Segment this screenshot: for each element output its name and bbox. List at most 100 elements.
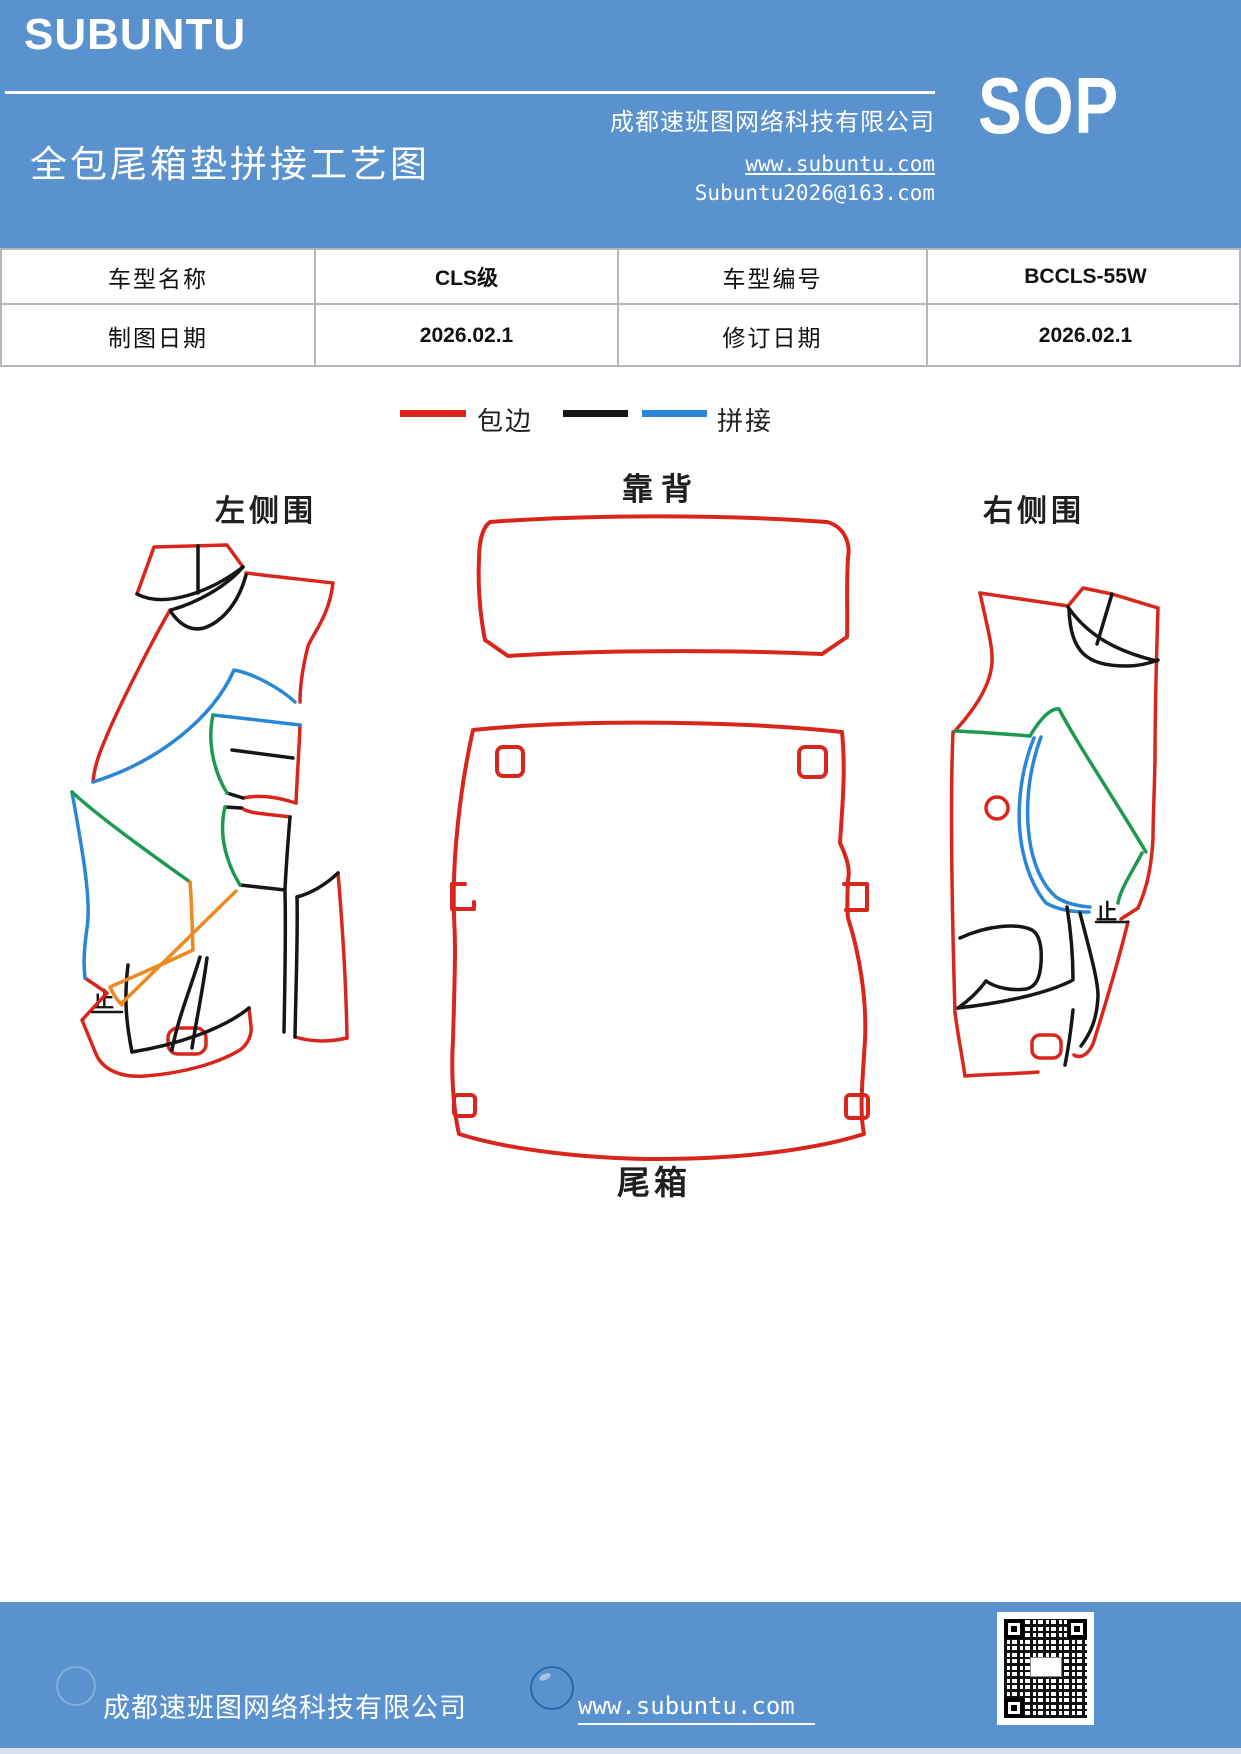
trunk-cutout-bottom-right — [844, 1093, 870, 1120]
left-splice-green — [220, 805, 242, 887]
left-splice-black — [225, 791, 245, 800]
qr-center-logo — [1030, 1657, 1062, 1677]
header-email[interactable]: Subuntu2026@163.com — [694, 181, 935, 205]
left-splice-black — [170, 955, 202, 1052]
left-splice-black — [169, 573, 248, 631]
model-name-label: 车型名称 — [2, 250, 316, 305]
right-splice-black — [1078, 911, 1100, 1048]
legend-label-binding: 包边 — [477, 407, 534, 437]
left-splice-blue — [91, 668, 297, 784]
building-icon — [56, 1666, 96, 1706]
right-panel-label: 右侧围 — [983, 495, 1085, 528]
right-piece-edge — [1066, 586, 1160, 610]
stop-mark-left: 止 — [93, 989, 114, 1012]
left-piece-edge — [244, 571, 335, 704]
right-splice-black — [1066, 605, 1159, 663]
left-splice-black — [124, 963, 134, 1054]
left-splice-blue — [70, 790, 90, 980]
info-table: 车型名称 CLS级 车型编号 BCCLS-55W 制图日期 2026.02.1 … — [0, 248, 1241, 367]
stop-mark-right: 止 — [1096, 901, 1117, 924]
qr-finder-icon — [1004, 1698, 1024, 1718]
right-piece-edge — [949, 730, 957, 1015]
right-piece-edge — [1119, 906, 1140, 921]
right-splice-black — [1067, 608, 1160, 668]
left-piece-edge — [80, 976, 109, 1056]
right-splice-black — [1063, 1008, 1075, 1067]
trunk-left-notch — [450, 882, 476, 911]
legend-swatch-splice-black — [563, 410, 628, 417]
left-splice-orange — [120, 889, 238, 1005]
right-piece-edge — [953, 1011, 967, 1078]
right-panel-diagram — [949, 586, 1160, 1078]
footer-bottom-strip — [0, 1748, 1241, 1754]
legend-swatch-binding — [400, 410, 466, 417]
left-splice-blue — [211, 713, 302, 727]
left-splice-black — [169, 565, 245, 612]
trunk-label: 尾箱 — [617, 1164, 691, 1201]
trunk-outline — [450, 720, 868, 1161]
left-splice-black — [295, 871, 340, 899]
trunk-cutout-top-left — [495, 745, 525, 778]
draw-date-label: 制图日期 — [2, 305, 316, 367]
header-website-link[interactable]: www.subuntu.com — [745, 152, 935, 176]
left-piece-edge — [294, 723, 302, 805]
trunk-cutout-bottom-left — [452, 1093, 477, 1118]
subuntu-logo: SUBUNTU — [24, 10, 247, 59]
qr-code — [997, 1612, 1094, 1725]
qr-pattern — [1004, 1619, 1087, 1718]
footer-website-link[interactable]: www.subuntu.com — [578, 1692, 815, 1725]
trunk-diagram — [450, 720, 870, 1161]
right-piece-hole — [984, 795, 1010, 821]
left-piece-edge — [241, 794, 298, 805]
header-divider — [5, 91, 935, 94]
globe-icon — [530, 1666, 574, 1710]
left-splice-black — [238, 883, 287, 892]
right-splice-blue — [1025, 735, 1092, 909]
right-splice-green — [1116, 851, 1144, 905]
left-piece-edge — [91, 608, 172, 784]
left-splice-black — [190, 956, 209, 1050]
backrest-outline — [476, 514, 851, 658]
right-splice-blue — [1017, 736, 1091, 914]
left-piece-edge — [240, 806, 292, 819]
model-name-value: CLS级 — [316, 250, 619, 305]
trunk-cutout-top-right — [797, 745, 828, 779]
right-piece-cutout — [1030, 1033, 1063, 1060]
trunk-right-notch — [842, 882, 869, 912]
left-panel-diagram — [70, 543, 349, 1078]
right-splice-green — [953, 729, 1032, 738]
backrest-diagram — [476, 514, 851, 658]
sop-badge: SOP — [978, 61, 1120, 150]
right-piece-edge — [952, 591, 994, 734]
left-splice-green — [70, 790, 192, 884]
right-splice-black — [958, 924, 1043, 992]
left-splice-black — [230, 748, 295, 760]
legend-swatch-splice-blue — [642, 410, 707, 417]
right-piece-edge — [1136, 606, 1160, 910]
qr-finder-icon — [1067, 1619, 1087, 1639]
left-panel-label: 左侧围 — [215, 495, 317, 528]
legend-label-splice: 拼接 — [717, 407, 774, 437]
left-splice-black — [282, 890, 288, 1034]
header-company-name: 成都速班图网络科技有限公司 — [610, 108, 935, 136]
revise-date-label: 修订日期 — [619, 305, 928, 367]
left-splice-black — [130, 1006, 251, 1054]
right-piece-edge — [1072, 920, 1130, 1059]
left-piece-edge — [94, 1006, 253, 1078]
left-piece-edge — [293, 1035, 349, 1043]
footer-company-name: 成都速班图网络科技有限公司 — [103, 1693, 467, 1724]
right-splice-black — [956, 905, 1075, 1010]
left-splice-black — [283, 815, 292, 892]
backrest-label: 靠背 — [622, 472, 700, 507]
qr-finder-icon — [1004, 1619, 1024, 1639]
left-piece-cutout — [166, 1026, 208, 1056]
draw-date-value: 2026.02.1 — [316, 305, 619, 367]
left-piece-edge — [336, 871, 349, 1040]
page-title: 全包尾箱垫拼接工艺图 — [30, 143, 430, 186]
right-piece-edge — [978, 591, 1070, 608]
left-splice-black — [223, 805, 243, 810]
left-splice-green — [209, 713, 229, 795]
model-code-label: 车型编号 — [619, 250, 928, 305]
right-piece-edge — [963, 1070, 1040, 1078]
left-piece-edge — [135, 543, 245, 596]
